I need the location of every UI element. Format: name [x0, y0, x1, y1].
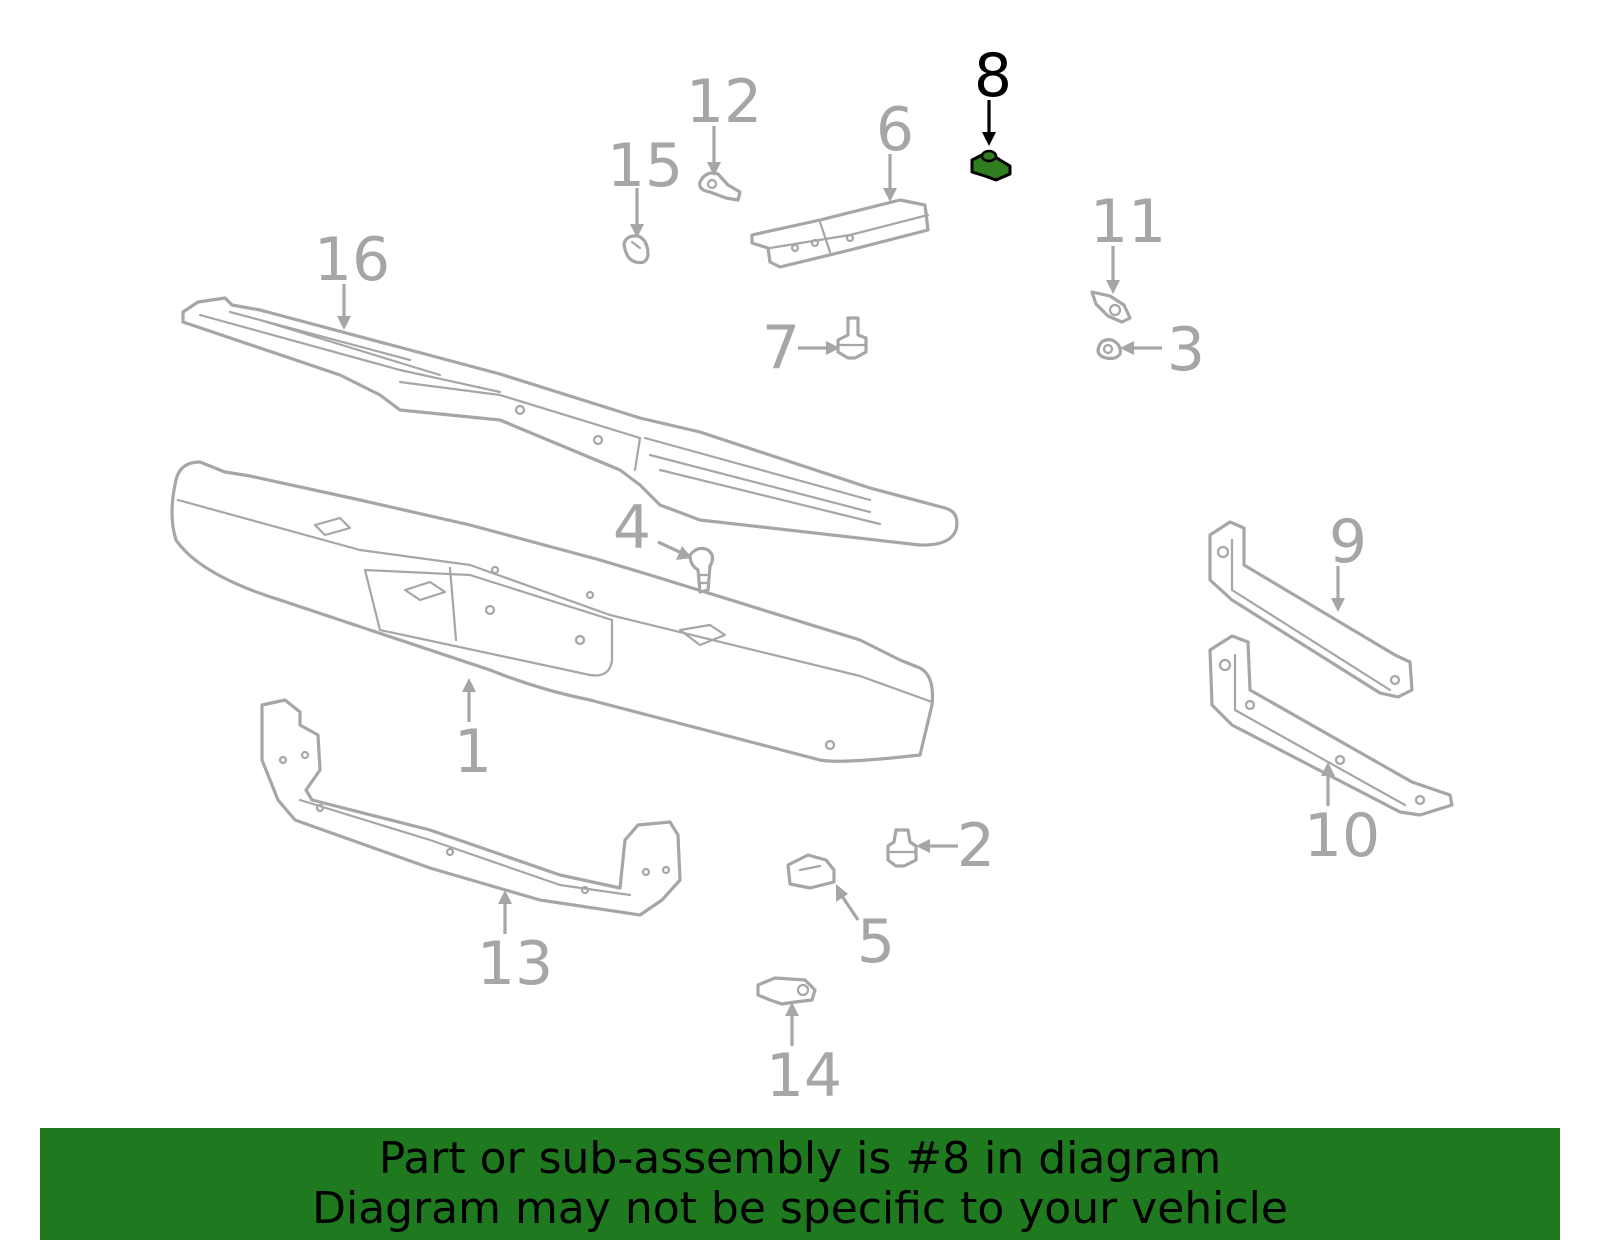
arrow-11	[1106, 246, 1120, 294]
arrow-1	[462, 678, 476, 722]
callout-7: 7	[762, 313, 800, 383]
part-12-clip[interactable]	[698, 171, 742, 202]
arrow-2	[916, 839, 958, 853]
part-16-step-pad[interactable]	[181, 296, 959, 547]
callout-14: 14	[766, 1041, 842, 1111]
callout-4: 4	[613, 493, 651, 563]
callout-8: 8	[974, 41, 1012, 111]
part-11-bolt[interactable]	[1090, 290, 1132, 324]
part-14-connector[interactable]	[756, 976, 817, 1006]
callout-16: 16	[314, 225, 390, 295]
callout-1: 1	[454, 717, 492, 787]
arrow-14	[785, 1002, 799, 1046]
arrow-8	[982, 100, 996, 146]
leader-arrows	[337, 100, 1345, 1046]
callout-labels: 16 15 12 6 8 11 7 3 4 9 1 10 2 5 13 14	[314, 41, 1380, 1111]
part-1-bumper-face-bar[interactable]	[170, 460, 935, 763]
callout-15: 15	[607, 131, 683, 201]
arrow-12	[707, 126, 721, 176]
banner-line-1: Part or sub-assembly is #8 in diagram	[378, 1133, 1222, 1184]
part-3-washer[interactable]	[1096, 338, 1122, 361]
arrow-9	[1331, 566, 1345, 612]
part-6-mount-bracket[interactable]	[750, 198, 930, 269]
arrow-13	[498, 890, 512, 934]
arrow-3	[1120, 341, 1162, 355]
part-10-bracket[interactable]	[1208, 634, 1454, 817]
part-7-bolt[interactable]	[836, 316, 868, 360]
info-banner: Part or sub-assembly is #8 in diagram Di…	[40, 1128, 1560, 1240]
part-4-bolt[interactable]	[688, 546, 715, 594]
arrow-10	[1321, 762, 1335, 806]
callout-5: 5	[857, 907, 895, 977]
callout-12: 12	[686, 67, 762, 137]
callout-6: 6	[876, 95, 914, 165]
arrow-4	[657, 540, 692, 560]
part-8-highlighted-nut[interactable]	[970, 149, 1012, 182]
callout-13: 13	[477, 929, 553, 999]
callout-3: 3	[1167, 315, 1205, 385]
banner-line-2: Diagram may not be specific to your vehi…	[312, 1183, 1288, 1234]
callout-2: 2	[957, 811, 995, 881]
part-5-clip[interactable]	[786, 853, 836, 890]
part-2-bolt[interactable]	[886, 828, 918, 868]
part-9-bracket[interactable]	[1208, 520, 1414, 699]
arrow-15	[630, 188, 644, 238]
part-13-lower-bracket[interactable]	[260, 698, 682, 917]
arrow-16	[337, 284, 351, 330]
part-15-clip[interactable]	[622, 234, 650, 265]
callout-11: 11	[1090, 187, 1166, 257]
arrow-6	[883, 154, 897, 202]
callout-10: 10	[1304, 801, 1380, 871]
arrow-5	[836, 884, 860, 921]
arrow-7	[798, 341, 840, 355]
callout-9: 9	[1329, 507, 1367, 577]
